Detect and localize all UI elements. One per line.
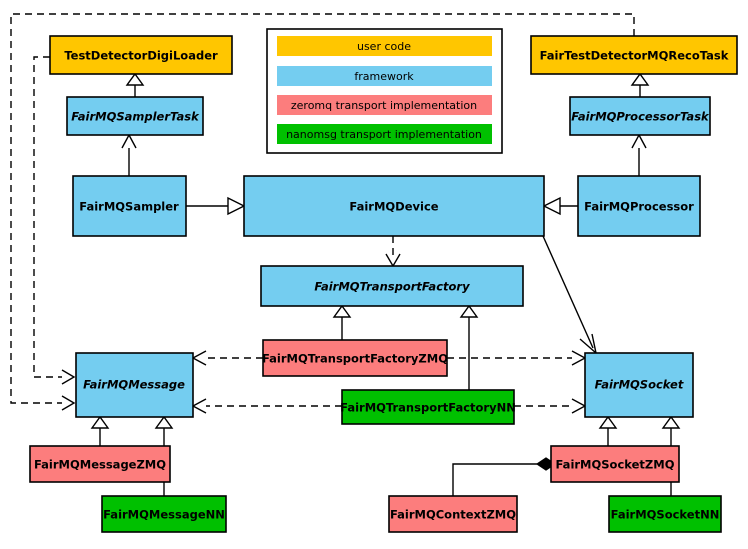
dependency-path-recotask-to-message	[10, 13, 635, 404]
legend-swatch-framework	[277, 66, 492, 86]
node-rect-FairMQContextZMQ[interactable]	[388, 495, 518, 533]
arrowhead-transportfactoryzmq-to-transportfactory	[332, 304, 352, 318]
node-FairMQSocket[interactable]: FairMQSocket	[584, 352, 694, 418]
arrowhead-transportfactorynn-to-transportfactory	[459, 304, 479, 318]
arrowhead-processortask-to-recotask	[630, 72, 650, 86]
node-rect-FairMQDevice[interactable]	[243, 175, 545, 237]
arrowhead-samplertask-to-digiloader	[125, 72, 145, 86]
node-rect-FairMQSocketZMQ[interactable]	[550, 445, 680, 483]
node-FairTestDetectorMQRecoTask[interactable]: FairTestDetectorMQRecoTask	[530, 35, 738, 75]
legend-label-user-code: user code	[357, 40, 411, 53]
node-FairMQMessageNN[interactable]: FairMQMessageNN	[101, 495, 227, 533]
node-FairMQSocketNN[interactable]: FairMQSocketNN	[608, 495, 722, 533]
node-rect-FairMQMessageNN[interactable]	[101, 495, 227, 533]
node-label-FairMQProcessorTask: FairMQProcessorTask	[571, 110, 710, 124]
node-FairMQSampler[interactable]: FairMQSampler	[72, 175, 187, 237]
legend-label-nanomsg: nanomsg transport implementation	[286, 128, 482, 141]
node-label-FairMQSocketNN: FairMQSocketNN	[611, 508, 720, 522]
node-rect-FairMQMessage[interactable]	[75, 352, 194, 418]
node-FairMQTransportFactory[interactable]: FairMQTransportFactory	[260, 265, 524, 307]
node-rect-FairMQTransportFactory[interactable]	[260, 265, 524, 307]
node-label-TestDetectorDigiLoader: TestDetectorDigiLoader	[64, 49, 218, 63]
node-rect-TestDetectorDigiLoader[interactable]	[49, 35, 233, 75]
node-FairMQDevice[interactable]: FairMQDevice	[243, 175, 545, 237]
legend-swatch-user-code	[277, 36, 492, 56]
node-FairMQSamplerTask[interactable]: FairMQSamplerTask	[66, 96, 204, 136]
node-FairMQSocketZMQ[interactable]: FairMQSocketZMQ	[550, 445, 680, 483]
legend-item-zeromq: zeromq transport implementation	[277, 95, 492, 115]
node-label-FairMQSocket: FairMQSocket	[595, 378, 684, 392]
arrowhead-processor-to-device	[542, 196, 561, 216]
arrowhead-recotask-to-message	[61, 395, 76, 411]
legend-swatch-nanomsg	[277, 124, 492, 144]
legend-label-zeromq: zeromq transport implementation	[291, 99, 477, 112]
node-FairMQContextZMQ[interactable]: FairMQContextZMQ	[388, 495, 518, 533]
node-rect-FairMQProcessorTask[interactable]	[569, 96, 711, 136]
legend-item-user-code: user code	[277, 36, 492, 56]
node-rect-FairMQTransportFactoryZMQ[interactable]	[262, 339, 448, 377]
arrowhead-messagenn-to-message	[154, 415, 174, 429]
node-TestDetectorDigiLoader[interactable]: TestDetectorDigiLoader	[49, 35, 233, 75]
node-rect-FairMQProcessor[interactable]	[577, 175, 701, 237]
arrowhead-socketzmq-to-socket	[598, 415, 618, 429]
legend-item-nanomsg: nanomsg transport implementation	[277, 124, 492, 144]
dependency-path-digiloader-to-message	[33, 56, 62, 378]
node-FairMQMessageZMQ[interactable]: FairMQMessageZMQ	[29, 445, 171, 483]
node-label-FairMQSamplerTask: FairMQSamplerTask	[71, 110, 200, 124]
node-label-FairMQTransportFactory: FairMQTransportFactory	[314, 280, 470, 294]
node-FairMQTransportFactoryZMQ[interactable]: FairMQTransportFactoryZMQ	[262, 339, 448, 377]
node-FairMQTransportFactoryNN[interactable]: FairMQTransportFactoryNN	[340, 389, 516, 425]
node-label-FairMQSocketZMQ: FairMQSocketZMQ	[556, 458, 675, 472]
edge-device-to-socket	[542, 235, 594, 349]
node-label-FairMQTransportFactoryZMQ: FairMQTransportFactoryZMQ	[262, 352, 448, 366]
node-rect-FairMQSocketNN[interactable]	[608, 495, 722, 533]
legend-item-framework: framework	[277, 66, 492, 86]
node-rect-FairMQSocket[interactable]	[584, 352, 694, 418]
node-rect-FairMQMessageZMQ[interactable]	[29, 445, 171, 483]
legend-swatch-zeromq	[277, 95, 492, 115]
arrowhead-sampler-to-device	[227, 196, 246, 216]
node-rect-FairTestDetectorMQRecoTask[interactable]	[530, 35, 738, 75]
node-FairMQMessage[interactable]: FairMQMessage	[75, 352, 194, 418]
node-label-FairTestDetectorMQRecoTask: FairTestDetectorMQRecoTask	[540, 49, 729, 63]
legend: user code framework zeromq transport imp…	[266, 28, 503, 154]
arrowhead-messagezmq-to-message	[90, 415, 110, 429]
node-FairMQProcessor[interactable]: FairMQProcessor	[577, 175, 701, 237]
node-rect-FairMQSampler[interactable]	[72, 175, 187, 237]
node-rect-FairMQSamplerTask[interactable]	[66, 96, 204, 136]
node-rect-FairMQTransportFactoryNN[interactable]	[341, 389, 515, 425]
edge-socketzmq-to-contextzmq	[452, 463, 537, 496]
node-label-FairMQSampler: FairMQSampler	[79, 200, 179, 214]
arrowhead-digiloader-to-message	[61, 369, 76, 385]
node-label-FairMQMessage: FairMQMessage	[83, 378, 185, 392]
node-label-FairMQMessageNN: FairMQMessageNN	[103, 508, 225, 522]
node-label-FairMQProcessor: FairMQProcessor	[584, 200, 694, 214]
legend-label-framework: framework	[354, 70, 414, 83]
node-label-FairMQMessageZMQ: FairMQMessageZMQ	[34, 458, 166, 472]
node-label-FairMQTransportFactoryNN: FairMQTransportFactoryNN	[340, 401, 516, 415]
arrowhead-socketnn-to-socket	[661, 415, 681, 429]
node-label-FairMQDevice: FairMQDevice	[349, 200, 438, 214]
node-FairMQProcessorTask[interactable]: FairMQProcessorTask	[569, 96, 711, 136]
node-label-FairMQContextZMQ: FairMQContextZMQ	[390, 508, 516, 522]
